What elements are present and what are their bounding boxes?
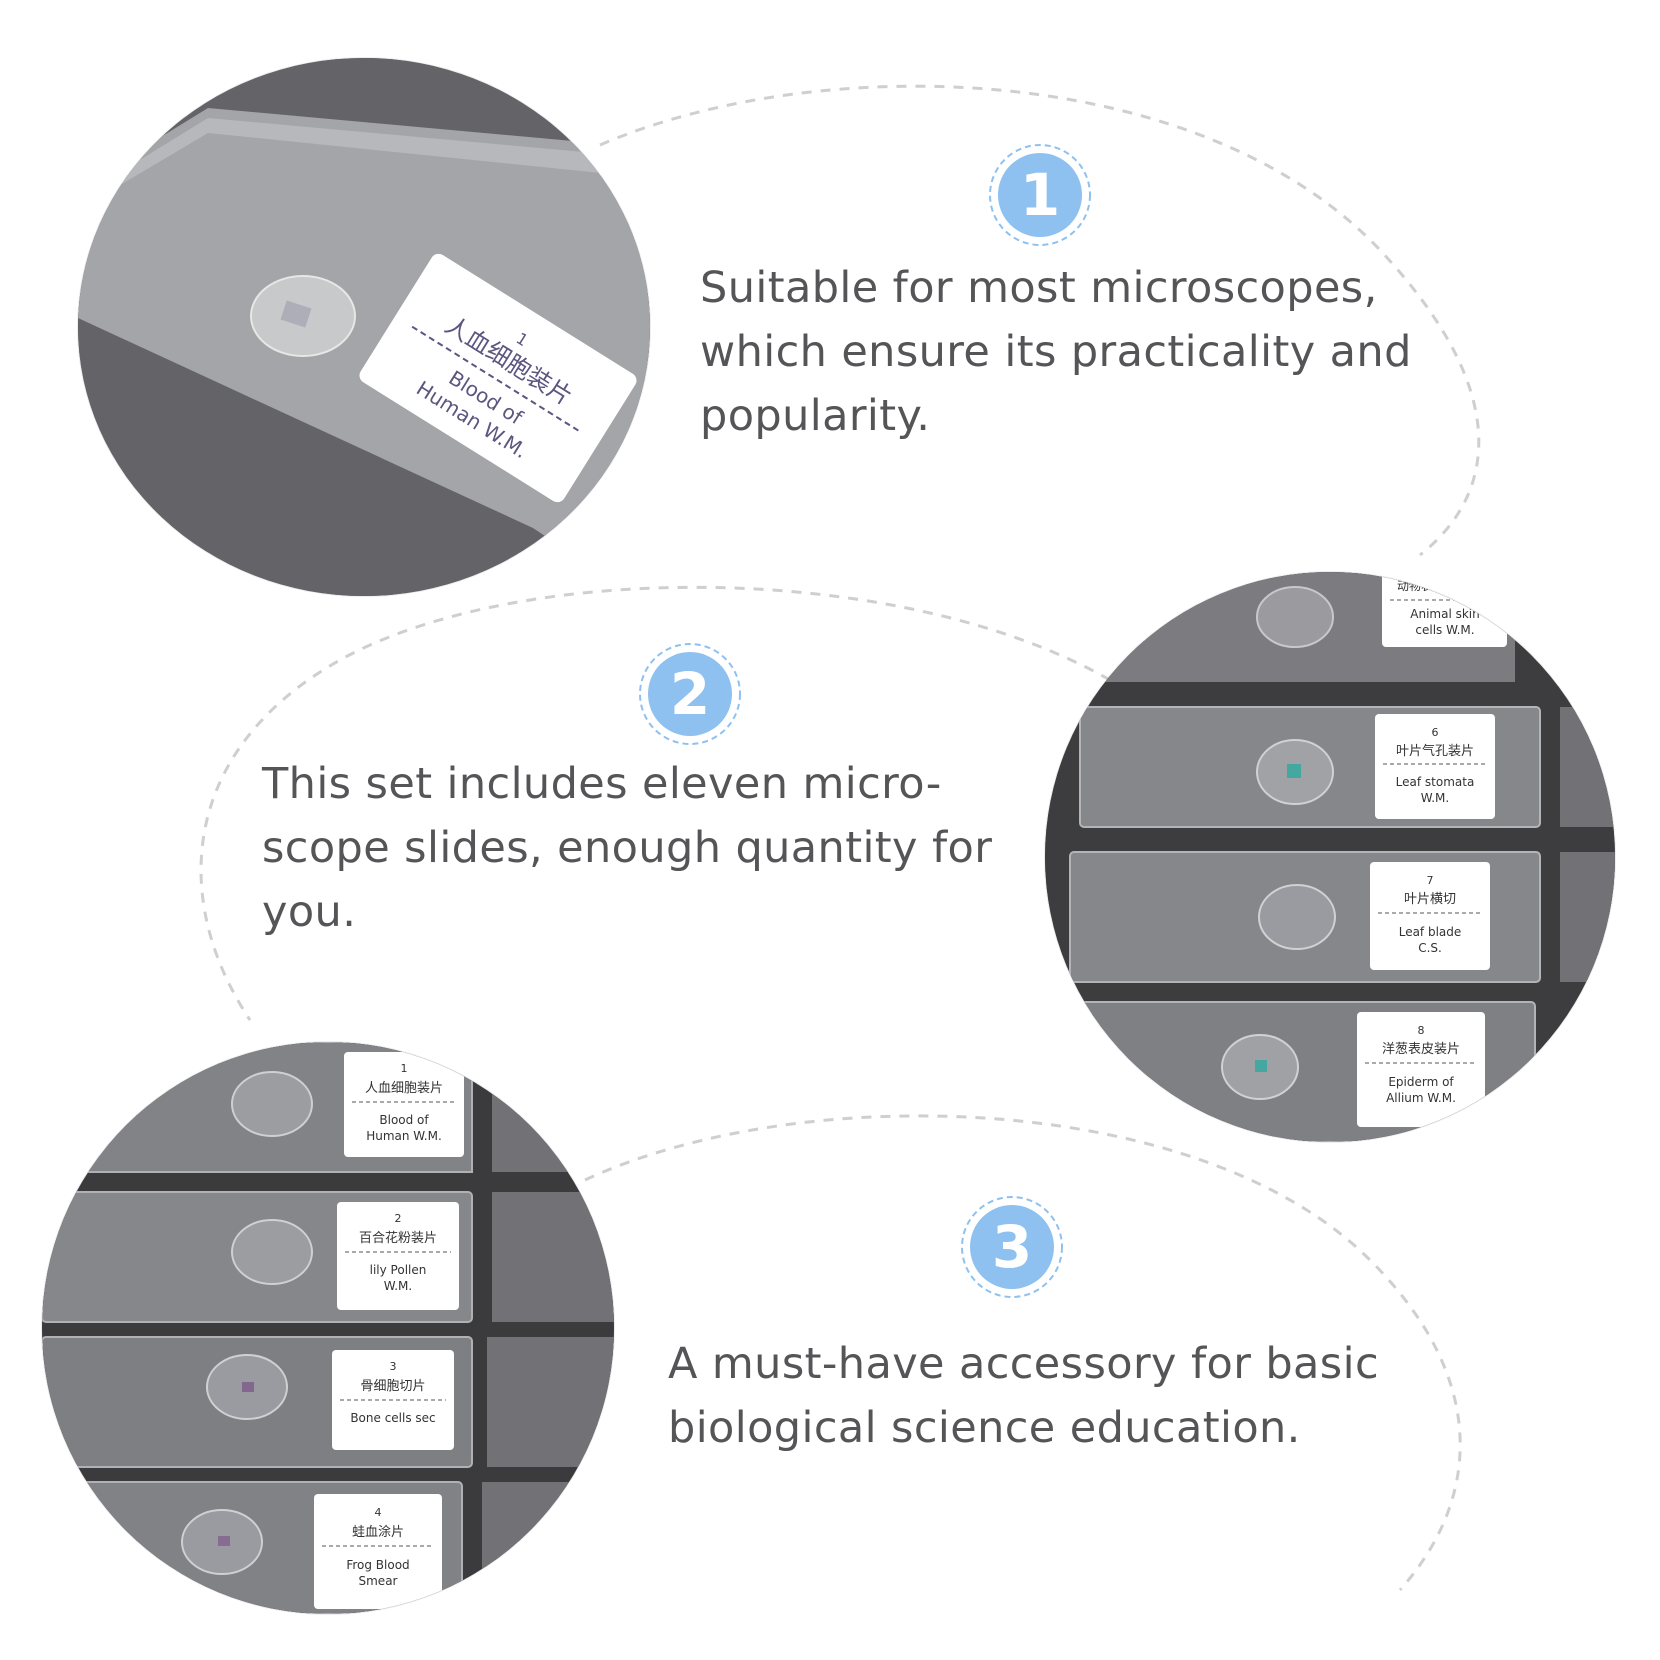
right-label-1-en2: W.M. xyxy=(1421,791,1449,805)
slide-tray-right-photo: 动物表皮细胞装片 Animal skin cells W.M. 6 叶片气孔装片… xyxy=(1045,572,1615,1142)
right-label-0-en1: Animal skin xyxy=(1410,607,1479,621)
left-label-2-en1: Bone cells sec xyxy=(350,1411,435,1425)
right-label-2-en1: Leaf blade xyxy=(1399,925,1462,939)
left-label-3-en2: Smear xyxy=(359,1574,398,1588)
feature-text-2: This set includes eleven micro-scope sli… xyxy=(262,759,993,937)
left-label-0-en1: Blood of xyxy=(379,1113,429,1127)
right-label-3-cn: 洋葱表皮装片 xyxy=(1382,1042,1460,1057)
right-label-3-en2: Allium W.M. xyxy=(1386,1091,1456,1105)
slide-tray-left-photo: 1 人血细胞装片 Blood of Human W.M. 2 百合花粉装片 li… xyxy=(42,1042,614,1614)
right-label-3-en1: Epiderm of xyxy=(1388,1075,1454,1089)
slide-closeup-photo: 1 人血细胞装片 Blood of Human W.M. xyxy=(78,58,650,596)
left-label-1-en1: lily Pollen xyxy=(370,1263,427,1277)
left-label-0-cn: 人血细胞装片 xyxy=(365,1081,443,1096)
left-label-0-num: 1 xyxy=(401,1062,408,1075)
left-label-2-num: 3 xyxy=(390,1360,397,1373)
left-label-3-cn: 蛙血涂片 xyxy=(352,1524,404,1540)
right-label-1-en1: Leaf stomata xyxy=(1396,775,1475,789)
right-label-1-cn: 叶片气孔装片 xyxy=(1396,743,1474,759)
right-label-2-cn: 叶片横切 xyxy=(1404,892,1456,907)
right-label-0-cn: 动物表皮细胞装片 xyxy=(1397,579,1493,593)
feature-text-3: A must-have accessory for basic biologic… xyxy=(668,1339,1380,1453)
right-label-2-num: 7 xyxy=(1427,874,1434,887)
badge-number-1: 1 xyxy=(1020,161,1060,229)
left-label-0-en2: Human W.M. xyxy=(366,1129,442,1143)
left-label-2-cn: 骨细胞切片 xyxy=(360,1379,425,1394)
left-label-3-en1: Frog Blood xyxy=(346,1558,409,1572)
number-badge-3: 3 xyxy=(960,1195,1064,1299)
right-label-1-num: 6 xyxy=(1432,726,1439,739)
right-label-3-num: 8 xyxy=(1418,1024,1425,1037)
badge-number-2: 2 xyxy=(670,660,710,728)
number-badge-1: 1 xyxy=(988,143,1092,247)
left-label-1-cn: 百合花粉装片 xyxy=(359,1230,437,1246)
left-label-1-num: 2 xyxy=(395,1212,402,1225)
left-label-3-num: 4 xyxy=(375,1506,382,1519)
left-label-1-en2: W.M. xyxy=(384,1279,412,1293)
badge-number-3: 3 xyxy=(992,1213,1032,1281)
right-label-2-en2: C.S. xyxy=(1418,941,1442,955)
number-badge-2: 2 xyxy=(638,642,742,746)
feature-text-1: Suitable for most microscopes, which ens… xyxy=(700,263,1412,441)
right-label-0-en2: cells W.M. xyxy=(1415,623,1474,637)
